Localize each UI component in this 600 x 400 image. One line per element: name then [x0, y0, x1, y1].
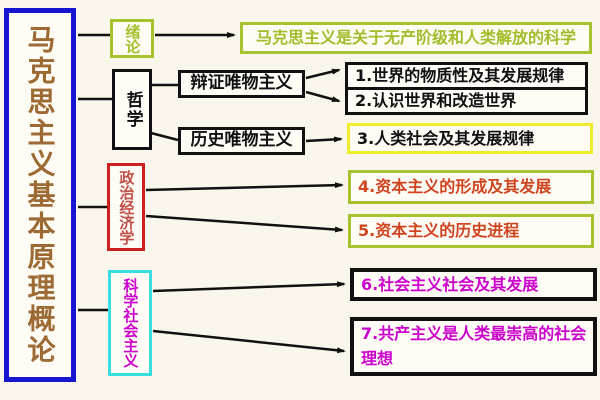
arrow-ss-to-topic7 [152, 329, 346, 354]
arrow-pe-to-topic4 [145, 182, 344, 192]
leaf-topic4-label: 4.资本主义的形成及其发展 [358, 177, 552, 196]
category-philosophy-label: 哲学 [122, 90, 143, 129]
leaf-topic7-box: 7.共产主义是人类最崇高的社会理想 [350, 317, 597, 376]
leaf-topic3-box: 3.人类社会及其发展规律 [347, 123, 593, 154]
arrow-ss-to-topic6 [152, 281, 346, 293]
leaf-topic7-label: 7.共产主义是人类最崇高的社会理想 [361, 323, 587, 368]
category-political-economy-label: 政治经济学 [117, 169, 136, 245]
leaf-intro-summary-box: 马克思主义是关于无产阶级和人类解放的科学 [240, 22, 592, 54]
leaf-topic6-label: 6.社会主义社会及其发展 [361, 274, 539, 294]
leaf-topic1-label: 1.世界的物质性及其发展规律 [355, 66, 565, 85]
arrow-pe-to-topic5 [145, 214, 344, 233]
branch-dialectical-materialism-box: 辩证唯物主义 [178, 70, 305, 98]
leaf-topic6-box: 6.社会主义社会及其发展 [350, 268, 597, 301]
leaf-topic1-box: 1.世界的物质性及其发展规律 [345, 62, 588, 90]
category-philosophy-box: 哲学 [112, 69, 152, 150]
arrow-historical-to-topic3 [305, 136, 343, 143]
category-intro-box: 绪论 [110, 19, 154, 58]
leaf-topic3-label: 3.人类社会及其发展规律 [357, 128, 535, 148]
category-scientific-socialism-label: 科学社会主义 [121, 278, 140, 368]
category-scientific-socialism-box: 科学社会主义 [108, 270, 152, 376]
root-title-label: 马克思主义基本原理概论 [23, 24, 57, 366]
root-title-box: 马克思主义基本原理概论 [4, 8, 76, 382]
category-intro-label: 绪论 [123, 23, 142, 54]
branch-dialectical-materialism-label: 辩证唯物主义 [190, 73, 293, 94]
leaf-topic5-box: 5.资本主义的历史进程 [348, 214, 594, 248]
branch-historical-materialism-box: 历史唯物主义 [178, 127, 305, 155]
connector-philosophy-to-historical [150, 131, 179, 142]
branch-historical-materialism-label: 历史唯物主义 [190, 130, 293, 151]
category-political-economy-box: 政治经济学 [107, 163, 145, 251]
arrow-dialectical-to-topic2 [305, 90, 341, 103]
leaf-topic4-box: 4.资本主义的形成及其发展 [348, 170, 594, 204]
leaf-topic2-box: 2.认识世界和改造世界 [345, 87, 588, 115]
leaf-topic2-label: 2.认识世界和改造世界 [355, 91, 517, 110]
arrow-dialectical-to-topic1 [305, 68, 341, 80]
leaf-topic5-label: 5.资本主义的历史进程 [358, 221, 520, 240]
leaf-intro-summary-label: 马克思主义是关于无产阶级和人类解放的科学 [255, 28, 576, 47]
